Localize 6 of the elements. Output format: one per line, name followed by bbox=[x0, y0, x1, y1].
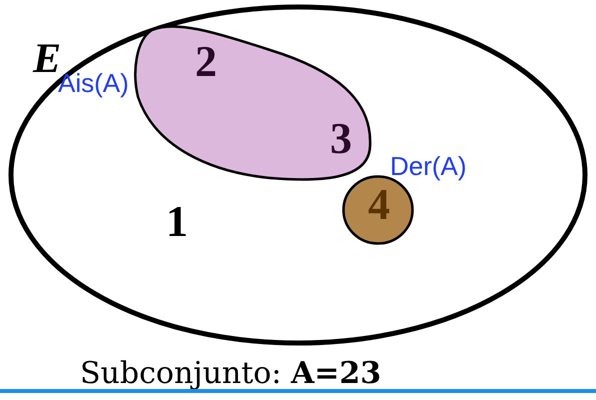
caption: Subconjunto: A=23 bbox=[80, 356, 382, 391]
region-number: 2 bbox=[195, 40, 217, 84]
set-label: Der(A) bbox=[390, 153, 467, 179]
region-number: 3 bbox=[330, 117, 352, 161]
region-number: 1 bbox=[166, 200, 188, 244]
region-number: 4 bbox=[368, 183, 390, 227]
